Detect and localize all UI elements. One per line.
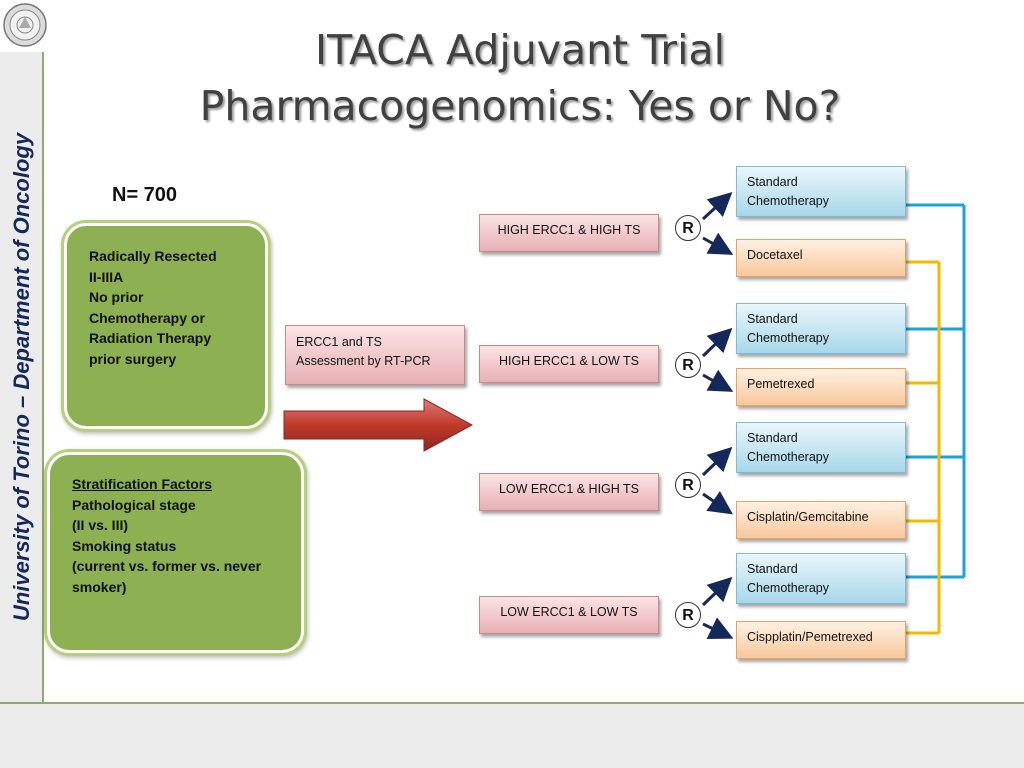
group-box-low-high: LOW ERCC1 & HIGH TS	[479, 473, 659, 511]
arm-standard-2: Standard Chemotherapy	[736, 303, 906, 354]
assessment-box: ERCC1 and TS Assessment by RT-PCR	[285, 325, 465, 385]
group-box-high-low: HIGH ERCC1 & LOW TS	[479, 345, 659, 383]
eligibility-line: II-IIIA	[89, 268, 124, 285]
stratification-line: Pathological stage	[72, 496, 196, 513]
big-right-arrow-icon	[283, 398, 474, 452]
randomization-circle: R	[675, 215, 701, 241]
university-seal-logo	[3, 3, 47, 47]
randomization-arrows	[701, 191, 734, 640]
arm-standard-line1: Standard	[747, 175, 798, 189]
sample-size-label: N= 700	[112, 184, 178, 206]
arm-standard-line1: Standard	[747, 312, 798, 326]
sidebar-band	[0, 52, 44, 702]
arm-standard-line2: Chemotherapy	[747, 581, 829, 595]
stratification-line: (current vs. former vs. never	[72, 558, 262, 574]
group-box-low-low: LOW ERCC1 & LOW TS	[479, 596, 659, 634]
slide-title-line2: Pharmacogenomics: Yes or No?	[199, 82, 841, 130]
stratification-heading: Stratification Factors	[72, 476, 213, 492]
arm-experimental-pemetrexed: Pemetrexed	[736, 368, 906, 406]
eligibility-line: Chemotherapy or	[89, 309, 205, 326]
blue-standard-bracket	[906, 203, 966, 579]
arm-standard-line2: Chemotherapy	[747, 194, 829, 208]
stratification-line: Smoking status	[72, 537, 177, 554]
arm-experimental-cisplatin-pemetrexed: Cispplatin/Pemetrexed	[736, 621, 906, 659]
arm-standard-line1: Standard	[747, 562, 798, 576]
randomization-circle: R	[675, 602, 701, 628]
arm-standard-1: Standard Chemotherapy	[736, 166, 906, 217]
randomization-circle: R	[675, 472, 701, 498]
eligibility-line: Radically Resected	[89, 248, 217, 264]
stratification-line: (II vs. III)	[72, 517, 129, 533]
arm-standard-4: Standard Chemotherapy	[736, 553, 906, 604]
eligibility-line: No prior	[89, 289, 144, 305]
eligibility-line: Radiation Therapy	[89, 330, 212, 346]
bottom-band	[0, 702, 1024, 768]
stratification-line: smoker)	[72, 578, 127, 595]
arm-experimental-docetaxel: Docetaxel	[736, 239, 906, 277]
arm-standard-3: Standard Chemotherapy	[736, 422, 906, 473]
arm-standard-line1: Standard	[747, 431, 798, 445]
eligibility-line: prior surgery	[89, 350, 177, 367]
arm-standard-line2: Chemotherapy	[747, 450, 829, 464]
eligibility-box: Radically Resected II-IIIA No prior Chem…	[64, 223, 268, 429]
assessment-line1: ERCC1 and TS	[296, 335, 382, 349]
randomization-circle: R	[675, 352, 701, 378]
orange-experimental-bracket	[906, 260, 941, 635]
arm-experimental-cisplatin-gemcitabine: Cisplatin/Gemcitabine	[736, 501, 906, 539]
stratification-box: Stratification Factors Pathological stag…	[47, 452, 304, 653]
slide-title-line1: ITACA Adjuvant Trial	[315, 26, 725, 74]
arm-standard-line2: Chemotherapy	[747, 331, 829, 345]
assessment-line2: Assessment by RT-PCR	[296, 354, 431, 368]
group-box-high-high: HIGH ERCC1 & HIGH TS	[479, 214, 659, 252]
